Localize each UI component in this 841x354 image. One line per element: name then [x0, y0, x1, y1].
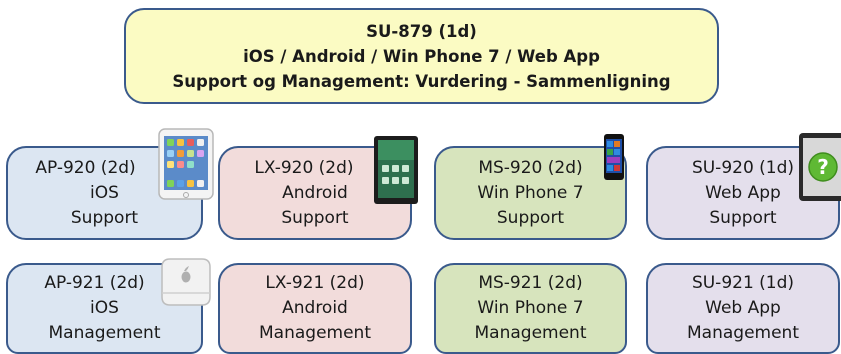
header-platforms: iOS / Android / Win Phone 7 / Web App — [243, 46, 600, 66]
webapp-management-code: SU-921 (1d) — [691, 273, 795, 293]
mac-mini-icon — [161, 258, 211, 306]
webapp-support-platform: Web App — [705, 182, 781, 203]
ipad-icon — [158, 128, 214, 200]
webapp-management-role: Management — [687, 323, 799, 343]
android-management-box: LX-921 (2d) Android Management — [218, 263, 412, 354]
winphone-support-platform: Win Phone 7 — [477, 182, 584, 203]
header-description: Support og Management: Vurdering - Samme… — [172, 71, 671, 91]
winphone-management-code: MS-921 (2d) — [478, 273, 583, 293]
android-support-code: LX-920 (2d) — [254, 157, 354, 178]
ios-support-code: AP-920 (2d) — [35, 157, 136, 178]
header-code: SU-879 (1d) — [366, 21, 477, 41]
windows-phone-icon — [604, 134, 624, 180]
android-tablet-icon — [374, 136, 418, 204]
android-support-role: Support — [281, 207, 349, 228]
header-box: SU-879 (1d) iOS / Android / Win Phone 7 … — [124, 8, 719, 104]
webapp-support-code: SU-920 (1d) — [691, 157, 795, 178]
ios-support-platform: iOS — [90, 182, 119, 203]
ios-management-role: Management — [48, 323, 161, 343]
winphone-management-box: MS-921 (2d) Win Phone 7 Management — [434, 263, 627, 354]
ios-support-role: Support — [70, 207, 139, 228]
webapp-management-box: SU-921 (1d) Web App Management — [646, 263, 840, 354]
webapp-support-role: Support — [709, 207, 777, 228]
winphone-support-code: MS-920 (2d) — [478, 157, 583, 178]
android-management-platform: Android — [282, 298, 348, 318]
ios-management-platform: iOS — [90, 298, 119, 318]
web-tablet-question-icon: ? — [799, 133, 841, 201]
webapp-management-platform: Web App — [705, 298, 781, 318]
android-management-code: LX-921 (2d) — [265, 273, 365, 293]
winphone-management-platform: Win Phone 7 — [477, 298, 584, 318]
android-management-role: Management — [259, 323, 371, 343]
winphone-management-role: Management — [474, 323, 587, 343]
winphone-support-role: Support — [496, 207, 565, 228]
svg-text:?: ? — [817, 155, 829, 179]
ios-management-code: AP-921 (2d) — [44, 273, 145, 293]
android-support-platform: Android — [282, 182, 348, 203]
winphone-support-box: MS-920 (2d) Win Phone 7 Support — [434, 146, 627, 240]
